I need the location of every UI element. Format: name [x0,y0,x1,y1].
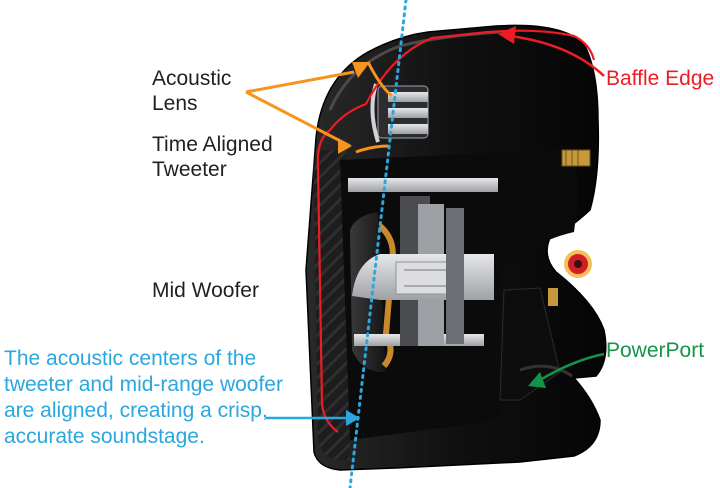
label-time-aligned-tweeter: Time Aligned Tweeter [152,133,273,181]
terminal-post [548,288,558,306]
acoustic-lens-arrows [245,61,393,154]
baffle-edge-line [316,29,596,169]
powerport-arrow [539,352,605,382]
alignment-line [348,0,408,488]
orange-arrowhead-upper [352,62,370,78]
powerport-arrowhead [528,372,546,388]
magnet-upper [418,204,444,258]
label-acoustic-lens: Acoustic Lens [152,67,232,115]
caption-arrowhead [346,410,360,426]
label-mid-woofer: Mid Woofer [152,279,259,302]
magnet-back [446,208,464,344]
label-powerport: PowerPort [606,339,705,362]
orange-arrowhead-lower [338,138,352,154]
magnet-lower [418,292,444,346]
terminal-top [561,149,591,167]
baffle-edge-arrowhead [498,26,516,44]
caption-text: The acoustic centers of the tweeter and … [4,347,283,448]
rear-terminals [548,149,592,306]
tweeter [370,83,429,143]
label-baffle-edge: Baffle Edge [606,67,715,90]
mid-woofer [348,178,498,373]
woofer-frame [348,178,498,192]
baffle-edge-arrow [509,34,605,77]
